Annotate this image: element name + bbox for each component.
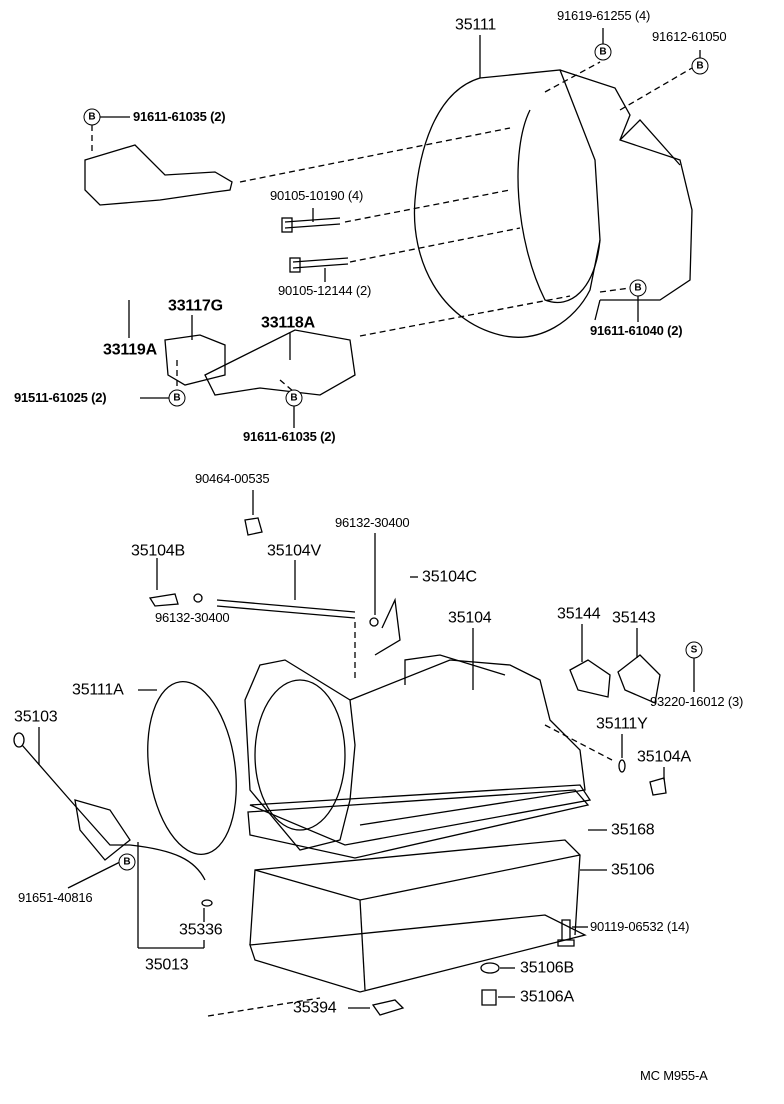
part-label-35336: 35336 — [179, 921, 223, 939]
bolt-symbol-icon: B — [691, 57, 709, 75]
part-label-35013: 35013 — [145, 956, 189, 974]
bracket-35143-drawing — [617, 654, 661, 704]
part-label-35111y: 35111Y — [596, 715, 648, 733]
part-label-35394: 35394 — [293, 999, 337, 1017]
part-label-90105-10190: 90105-10190 (4) — [270, 188, 364, 203]
pan-gasket-drawing — [247, 789, 590, 859]
gasket-35111a-drawing — [147, 680, 237, 856]
part-label-91611-61035-top: 91611-61035 (2) — [133, 109, 226, 124]
bolt-symbol-icon: B — [285, 389, 303, 407]
part-label-35106b: 35106B — [520, 959, 574, 977]
bolt-symbol-icon: B — [594, 43, 612, 61]
part-label-35111: 35111 — [455, 16, 497, 34]
part-label-93220-16012: 93220-16012 (3) — [650, 694, 744, 709]
part-label-91612-61050: 91612-61050 — [652, 29, 727, 44]
part-label-35103: 35103 — [14, 708, 58, 726]
part-label-90105-12144: 90105-12144 (2) — [278, 283, 372, 298]
part-label-33118a: 33118A — [261, 314, 315, 332]
bracket-33118a-drawing — [204, 329, 356, 396]
part-label-35111a: 35111A — [72, 681, 124, 699]
part-label-35143: 35143 — [612, 609, 656, 627]
bolt-symbol-icon: B — [118, 853, 136, 871]
bolt-symbol-icon: B — [629, 279, 647, 297]
bracket-33117g-drawing — [164, 334, 226, 386]
solid-leaders — [38, 28, 701, 1009]
part-label-91511-61025: 91511-61025 (2) — [14, 390, 107, 405]
hose-drawing — [148, 517, 401, 656]
bracket-33119a-drawing — [84, 144, 233, 206]
part-label-96132-30400-upper: 96132-30400 — [335, 515, 410, 530]
magnet-35394-drawing — [371, 999, 405, 1016]
diagram-code: MC M955-A — [640, 1068, 708, 1083]
part-label-96132-30400-lower: 96132-30400 — [155, 610, 230, 625]
dashed-leaders — [91, 61, 693, 1017]
part-label-90464-00535: 90464-00535 — [195, 471, 270, 486]
part-label-35104: 35104 — [448, 609, 492, 627]
part-label-35106: 35106 — [611, 861, 655, 879]
part-label-33117g: 33117G — [168, 297, 223, 315]
part-label-91611-61040: 91611-61040 (2) — [590, 323, 683, 338]
seal-symbol-icon: S — [685, 641, 703, 659]
oil-pan-drawing — [249, 839, 587, 993]
part-label-35104c: 35104C — [422, 568, 477, 586]
part-label-35144: 35144 — [557, 605, 601, 623]
drain-plug-35106a-drawing — [481, 989, 497, 1006]
part-label-35104a: 35104A — [637, 748, 691, 766]
part-label-35106a: 35106A — [520, 988, 574, 1006]
part-label-33119a: 33119A — [103, 341, 157, 359]
part-label-91651-40816: 91651-40816 — [18, 890, 93, 905]
part-label-90119-06532: 90119-06532 (14) — [590, 919, 690, 934]
plug-35104a-drawing — [649, 777, 667, 796]
part-label-91619-61255: 91619-61255 (4) — [557, 8, 651, 23]
part-label-35104b: 35104B — [131, 542, 185, 560]
part-label-91611-61035-bottom: 91611-61035 (2) — [243, 429, 336, 444]
part-label-35104v: 35104V — [267, 542, 321, 560]
transmission-case-drawing — [244, 654, 592, 851]
bracket-35144-drawing — [569, 659, 611, 698]
bolt-drawings — [281, 217, 349, 273]
bolt-90119-drawing — [557, 919, 575, 947]
bell-housing-drawing — [413, 69, 693, 338]
washer-35106b-drawing — [480, 962, 500, 974]
part-label-35168: 35168 — [611, 821, 655, 839]
dipstick-drawing — [13, 732, 213, 907]
o-ring-35111y-drawing — [618, 759, 626, 773]
bolt-symbol-icon: B — [168, 389, 186, 407]
bolt-symbol-icon: B — [83, 108, 101, 126]
